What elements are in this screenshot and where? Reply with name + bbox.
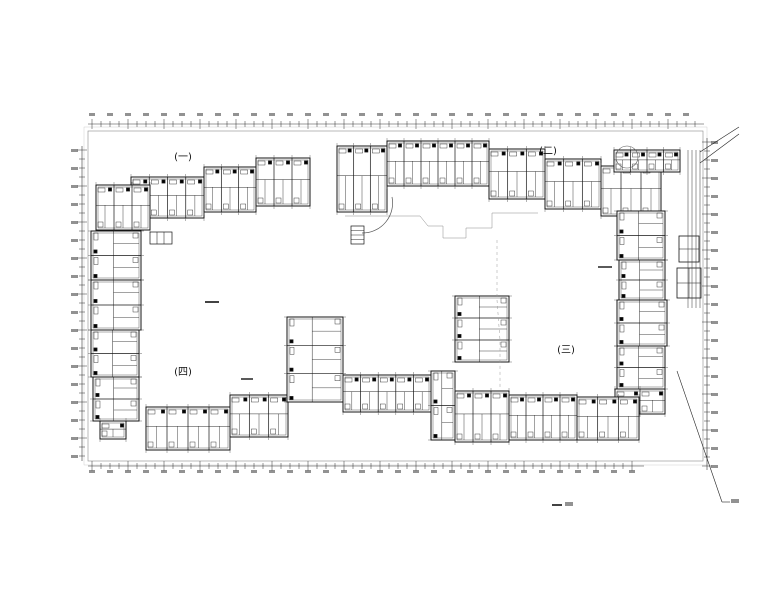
unit-cluster [203, 164, 257, 215]
unit-cluster [255, 155, 311, 209]
unit-cluster [88, 329, 142, 378]
unit-cluster [386, 138, 490, 189]
leaders-and-shafts [615, 126, 740, 503]
unit-cluster [95, 182, 151, 233]
unit-cluster [452, 295, 512, 363]
unit-cluster [428, 370, 458, 441]
unit-cluster [600, 163, 662, 219]
courtyard-lines [345, 196, 538, 388]
section-label-1: (一) [174, 152, 192, 163]
dimension-rulers [71, 113, 718, 473]
unit-cluster [454, 388, 510, 445]
unit-cluster [614, 345, 668, 390]
unit-cluster [613, 147, 681, 175]
unit-cluster [614, 210, 668, 261]
section-label-4: (四) [174, 367, 192, 378]
unit-cluster [99, 418, 127, 442]
unit-cluster [90, 376, 142, 422]
misc-details [149, 225, 702, 506]
section-label-3: (三) [557, 345, 575, 356]
unit-cluster [88, 279, 144, 331]
unit-cluster [614, 299, 670, 347]
unit-cluster [284, 316, 346, 403]
building-clusters [88, 138, 681, 453]
unit-cluster [88, 230, 144, 281]
unit-cluster [544, 156, 602, 212]
unit-cluster [342, 372, 432, 415]
section-label-2: (二) [539, 146, 557, 157]
unit-cluster [616, 259, 668, 301]
unit-cluster [508, 392, 578, 443]
unit-cluster [229, 392, 289, 440]
unit-cluster [336, 143, 388, 215]
unit-cluster [488, 146, 546, 202]
unit-cluster [145, 404, 231, 453]
generated-linework [71, 113, 740, 506]
unit-cluster [576, 394, 640, 443]
